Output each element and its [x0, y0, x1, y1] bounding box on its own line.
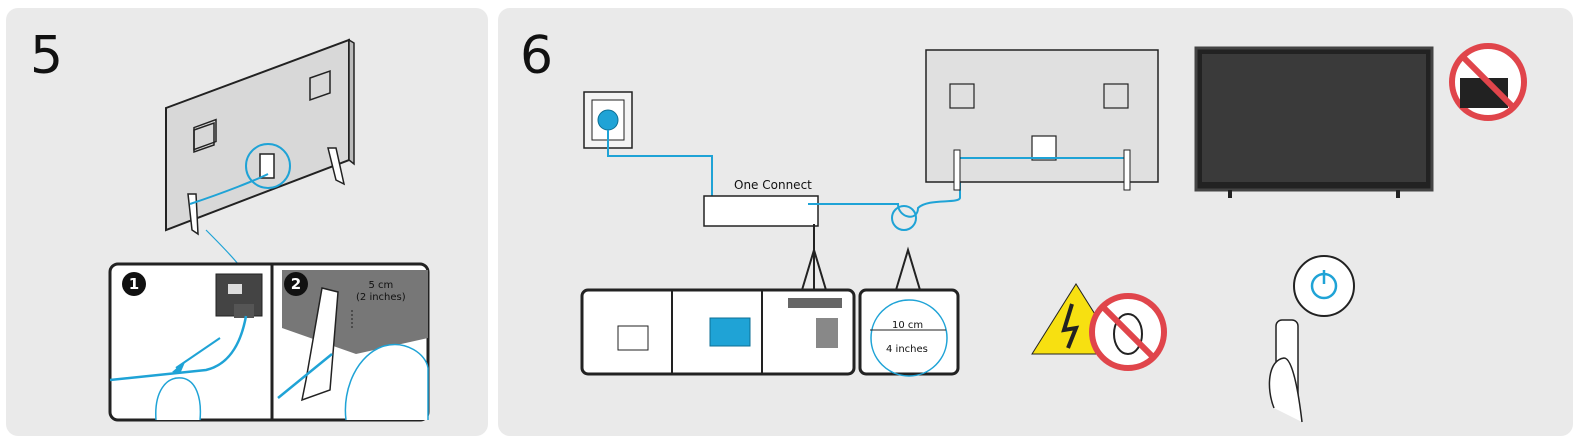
step-number: 5 [30, 26, 64, 86]
tv-back-illustration [108, 38, 430, 422]
hand-2 [344, 343, 429, 421]
dimension-metric: 5 cm [368, 280, 394, 291]
step-5-panel: 5 1 2 5 cm (2 in [6, 8, 488, 436]
detail-callout-coil [858, 288, 960, 376]
callout-badge-2: 2 [284, 272, 308, 296]
power-plug [597, 109, 619, 131]
cable-coil [891, 205, 917, 231]
power-button-bubble [1293, 255, 1355, 317]
coil-dimension-metric: 10 cm [892, 320, 924, 331]
connector-highlight [245, 143, 291, 189]
connection-illustration [580, 43, 1527, 423]
connector-port [259, 153, 275, 179]
step-number: 6 [520, 26, 554, 86]
leader-line [205, 229, 239, 265]
hand-1 [155, 377, 202, 421]
one-connect-box [703, 195, 819, 227]
dimension-imperial: (2 inches) [356, 292, 406, 303]
dimension-label: 5 cm (2 inches) [356, 280, 406, 304]
cable-callout-1 [109, 315, 248, 382]
one-connect-cable [808, 188, 961, 218]
cable-callout-2 [277, 353, 333, 399]
coil-dimension-imperial: 4 inches [886, 344, 928, 355]
tv-back [925, 49, 1159, 183]
tv-screen [1202, 54, 1426, 182]
stand-right [327, 147, 346, 186]
vesa-mount-left [193, 121, 215, 154]
callout-badge-1: 1 [122, 272, 146, 296]
step-6-panel: 6 [498, 8, 1573, 436]
one-connect-label: One Connect [734, 178, 812, 192]
tv-port [1031, 135, 1057, 161]
cable-line [189, 173, 269, 205]
hand [1268, 357, 1303, 423]
stand-left [187, 193, 199, 236]
power-cable [607, 130, 713, 204]
vesa-mount-right [309, 69, 331, 102]
